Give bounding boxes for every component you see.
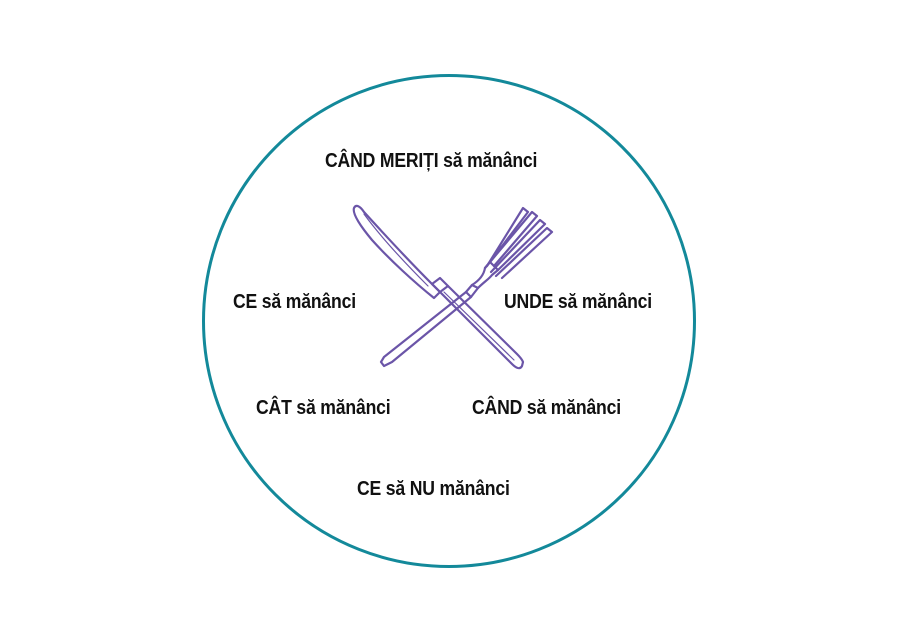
label-how-much-to-eat: CÂT să mănânci xyxy=(256,397,391,419)
fork-icon xyxy=(379,206,554,368)
label-what-to-eat: CE să mănânci xyxy=(233,291,356,313)
plate-circle xyxy=(202,74,696,568)
label-what-not-to-eat: CE să NU mănânci xyxy=(357,478,510,500)
label-when-you-deserve-to-eat: CÂND MERIȚI să mănânci xyxy=(325,150,538,172)
crossed-knife-and-fork-icon xyxy=(352,204,554,370)
label-where-to-eat: UNDE să mănânci xyxy=(504,291,653,313)
label-when-to-eat: CÂND să mănânci xyxy=(472,397,621,419)
knife-icon xyxy=(352,204,525,370)
